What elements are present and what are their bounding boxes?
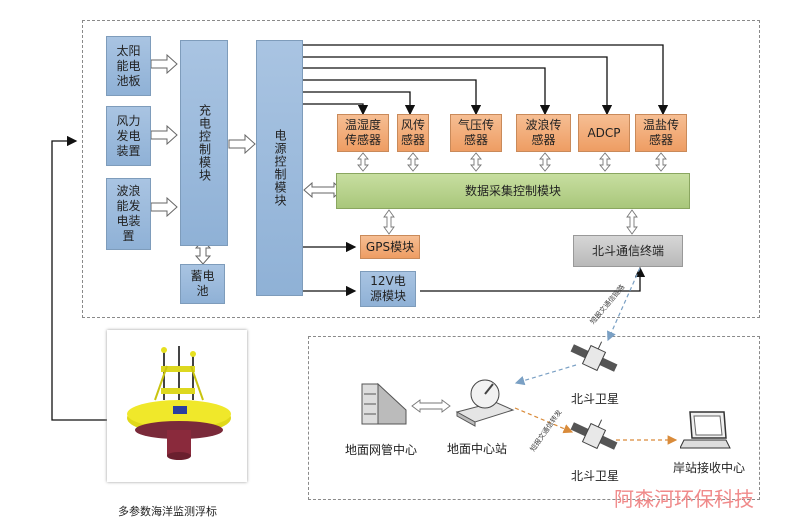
watermark: 阿森河环保科技 — [614, 487, 754, 511]
sensor-label: 温湿度传感器 — [344, 118, 381, 147]
satellite-1-label: 北斗卫星 — [571, 392, 620, 406]
ground-station-label: 地面中心站 — [447, 442, 508, 456]
laptop-icon — [680, 411, 731, 449]
sensor-pressure: 气压传感器 — [450, 114, 502, 152]
buoy-icon — [127, 346, 231, 460]
wind-generator-label: 风力发电装置 — [116, 113, 141, 158]
sensor-temp-humidity: 温湿度传感器 — [337, 114, 389, 152]
power-12v-module: 12V电源模块 — [360, 271, 416, 307]
data-acquisition-module: 数据采集控制模块 — [336, 173, 690, 209]
solar-panel-label: 太阳能电池板 — [116, 43, 141, 88]
network-center-label: 地面网管中心 — [345, 443, 418, 457]
ground-system-frame — [308, 336, 760, 500]
satellite-2-label: 北斗卫星 — [571, 469, 620, 483]
wind-generator-box: 风力发电装置 — [106, 106, 151, 166]
charge-control-module: 充电控制模块 — [180, 40, 228, 246]
data-acquisition-label: 数据采集控制模块 — [464, 183, 561, 198]
gps-module-label: GPS模块 — [365, 239, 415, 254]
battery-label: 蓄电池 — [190, 269, 215, 298]
ground-station-icon — [455, 379, 515, 427]
sensor-wind: 风传感器 — [397, 114, 429, 152]
sensor-label: ADCP — [587, 125, 621, 140]
wave-generator-label: 波浪能发电装置 — [116, 184, 141, 243]
power-control-label: 电源控制模块 — [273, 129, 287, 207]
buoy-image-frame — [107, 330, 247, 482]
sensor-wave: 波浪传感器 — [516, 114, 571, 152]
satellite-icon — [570, 341, 618, 372]
power-12v-label: 12V电源模块 — [369, 274, 406, 303]
sensor-label: 风传感器 — [400, 118, 425, 147]
server-icon — [361, 382, 407, 425]
solar-panel-box: 太阳能电池板 — [106, 36, 151, 96]
beidou-terminal-label: 北斗通信终端 — [591, 243, 664, 258]
wave-generator-box: 波浪能发电装置 — [106, 178, 151, 250]
buoy-system-frame — [82, 20, 760, 318]
sensor-adcp: ADCP — [578, 114, 630, 152]
sensor-label: 波浪传感器 — [525, 118, 562, 147]
shore-station-label: 岸站接收中心 — [673, 461, 746, 475]
charge-control-label: 充电控制模块 — [197, 104, 212, 182]
sensor-label: 气压传感器 — [457, 118, 494, 147]
power-control-module: 电源控制模块 — [256, 40, 303, 296]
beidou-terminal: 北斗通信终端 — [573, 235, 683, 267]
battery-box: 蓄电池 — [180, 264, 225, 304]
sensor-label: 温盐传感器 — [642, 118, 679, 147]
gps-module: GPS模块 — [360, 235, 420, 259]
satellite-icon — [570, 419, 618, 450]
buoy-caption: 多参数海洋监测浮标 — [118, 505, 217, 518]
sensor-temp-salinity: 温盐传感器 — [635, 114, 687, 152]
